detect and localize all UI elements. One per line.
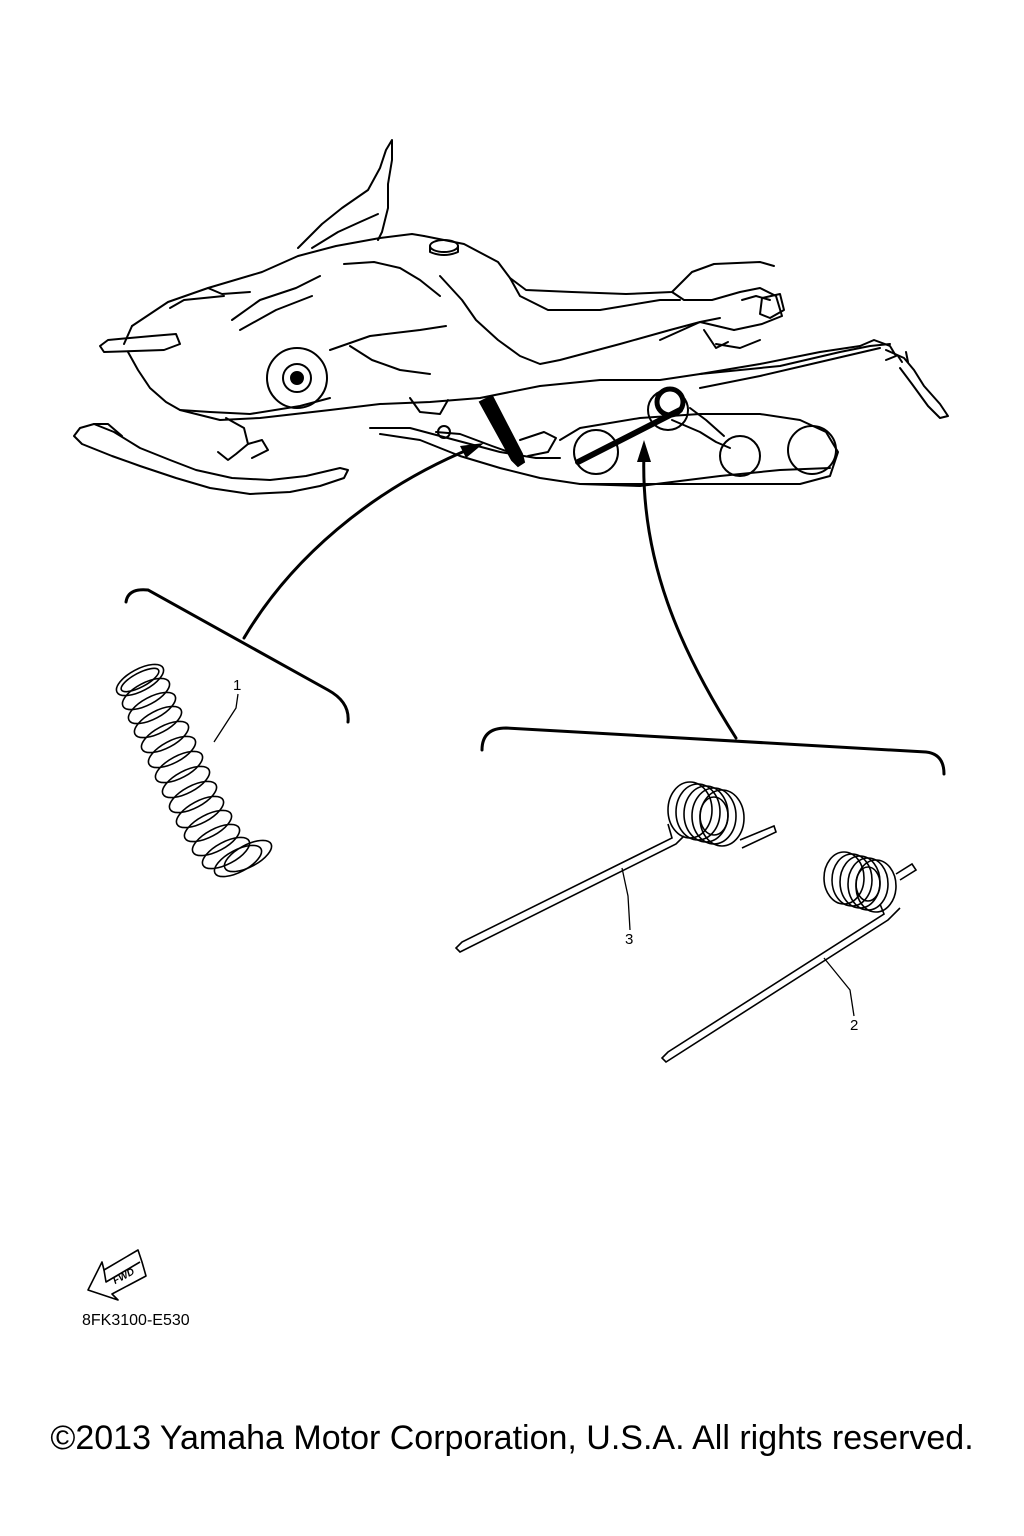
arrowhead-shock [460,443,484,458]
highlighted-parts [478,386,686,468]
leader-callout-1 [213,693,239,743]
callout-leaders [213,693,855,1017]
shock-absorber-highlight [478,394,526,468]
leader-arrow-spring [642,450,738,740]
snowmobile-illustration [73,139,949,495]
callout-1: 1 [233,677,242,694]
torsion-spring-highlight [575,407,683,465]
group-brackets [124,588,946,776]
callout-2: 2 [850,1017,859,1034]
coil-spring-part [115,663,273,878]
leader-lines [242,446,738,740]
torsion-spring-2-part [660,851,918,1064]
torsion-spring-3-part [454,781,777,953]
copyright-notice: ©2013 Yamaha Motor Corporation, U.S.A. A… [50,1419,974,1457]
torsion-spring-eye [654,386,686,418]
arrowhead-spring [637,440,651,462]
bracket-left-group [124,588,350,724]
leader-arrow-shock [242,446,474,640]
fwd-arrow-icon [87,1249,147,1301]
bracket-right-group [480,726,946,776]
callout-3: 3 [625,931,634,948]
figure-code: 8FK3100-E530 [82,1312,190,1329]
leader-callout-3 [621,867,631,931]
leader-callout-2 [823,957,855,1017]
